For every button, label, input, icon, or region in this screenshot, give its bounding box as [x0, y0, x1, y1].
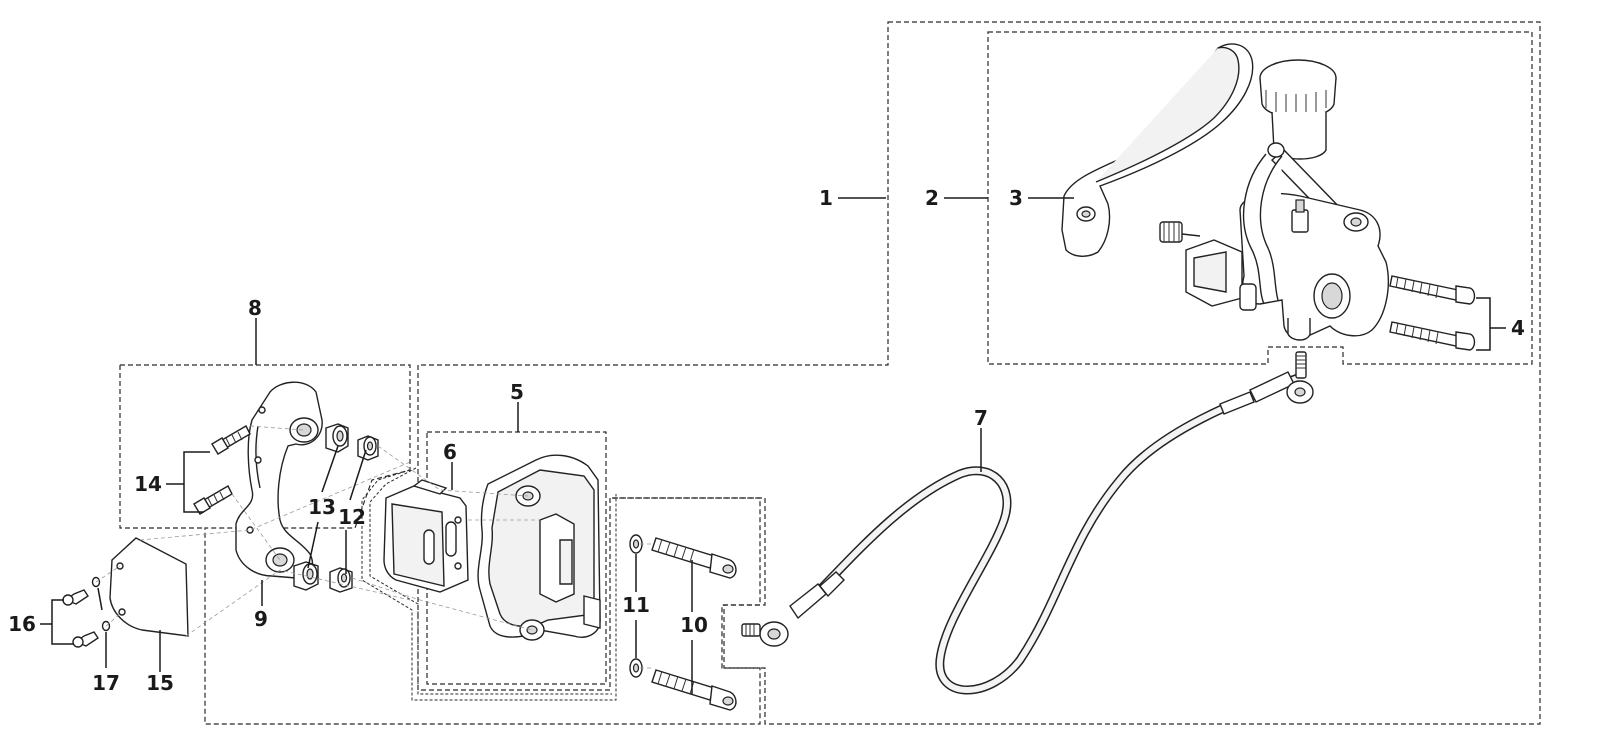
callout-9: 9 [254, 607, 268, 631]
mounting-bracket-group-outline [119, 364, 761, 725]
callout-6: 6 [443, 440, 457, 464]
callout-4: 4 [1511, 316, 1525, 340]
callout-11: 11 [622, 593, 650, 617]
callout-12: 12 [338, 505, 366, 529]
caliper-bolt-upper [651, 537, 737, 579]
callout-8: 8 [248, 296, 262, 320]
callout-7: 7 [974, 406, 988, 430]
master-cylinder-body [1159, 59, 1389, 341]
spacer-12-upper [357, 435, 379, 461]
washer-lower [629, 658, 643, 678]
caliper-mounting-bracket [235, 381, 323, 579]
callout-2: 2 [925, 186, 939, 210]
cover-plate [109, 537, 189, 637]
callout-13: 13 [308, 495, 336, 519]
brake-lever [1061, 43, 1254, 257]
callout-17: 17 [92, 671, 120, 695]
callout-labels: 1 2 3 4 5 6 7 8 9 10 11 12 13 14 15 16 1… [8, 186, 1525, 695]
callout-16: 16 [8, 612, 36, 636]
assembly-group-1-outline [417, 21, 1541, 725]
callout-14: 14 [134, 472, 162, 496]
bracket-bolt-upper [211, 425, 251, 455]
spacer-12-lower [329, 567, 353, 593]
bracket-bolt-lower [193, 485, 233, 515]
master-cylinder-group-outline [987, 31, 1533, 365]
callout-1: 1 [819, 186, 833, 210]
screw-16-upper [62, 589, 89, 606]
clamp-bolt-lower [1389, 321, 1476, 351]
brake-hose [741, 351, 1314, 695]
spacer-13-upper [325, 423, 349, 453]
caliper-bolt-lower [651, 669, 737, 711]
callout-15: 15 [146, 671, 174, 695]
callout-10: 10 [680, 613, 708, 637]
clamp-bolt-upper [1389, 275, 1476, 305]
alignment-lines [95, 425, 652, 669]
caliper-group-outline [361, 431, 617, 701]
caliper-body [477, 454, 601, 641]
callout-3: 3 [1009, 186, 1023, 210]
washer-upper [629, 534, 643, 554]
screw-16-lower [72, 631, 99, 648]
brake-pad [383, 479, 469, 593]
leader-lines [40, 197, 1506, 694]
callout-5: 5 [510, 380, 524, 404]
